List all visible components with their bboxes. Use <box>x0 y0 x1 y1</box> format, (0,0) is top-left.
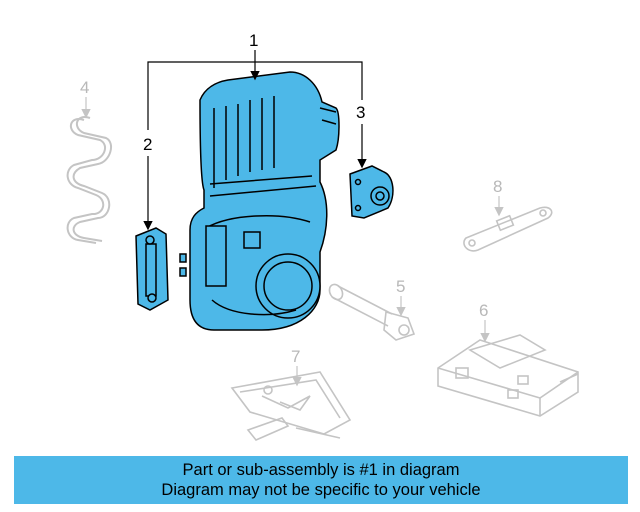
callout-7: 7 <box>291 347 300 366</box>
part-3-latch-bracket[interactable] <box>349 165 394 219</box>
callout-1: 1 <box>249 31 258 50</box>
part-6-mount-plate[interactable] <box>437 334 579 417</box>
part-7-jack[interactable] <box>230 371 352 441</box>
callout-5: 5 <box>396 277 405 296</box>
callout-6: 6 <box>479 301 488 320</box>
banner-line-1: Part or sub-assembly is #1 in diagram <box>182 461 460 479</box>
part-4-hook[interactable] <box>66 116 113 244</box>
part-8-bracket[interactable] <box>463 206 553 252</box>
banner-line-2: Diagram may not be specific to your vehi… <box>161 481 481 499</box>
part-5-bolt[interactable] <box>327 282 416 341</box>
callout-8: 8 <box>493 177 502 196</box>
callout-4: 4 <box>80 78 89 97</box>
callout-3: 3 <box>356 103 365 122</box>
leader-1 <box>147 50 363 130</box>
info-banner: Part or sub-assembly is #1 in diagram Di… <box>14 456 628 504</box>
part-2-hinge-bracket[interactable] <box>135 227 187 311</box>
callout-2: 2 <box>143 135 152 154</box>
part-1-main-assembly[interactable] <box>189 71 340 331</box>
